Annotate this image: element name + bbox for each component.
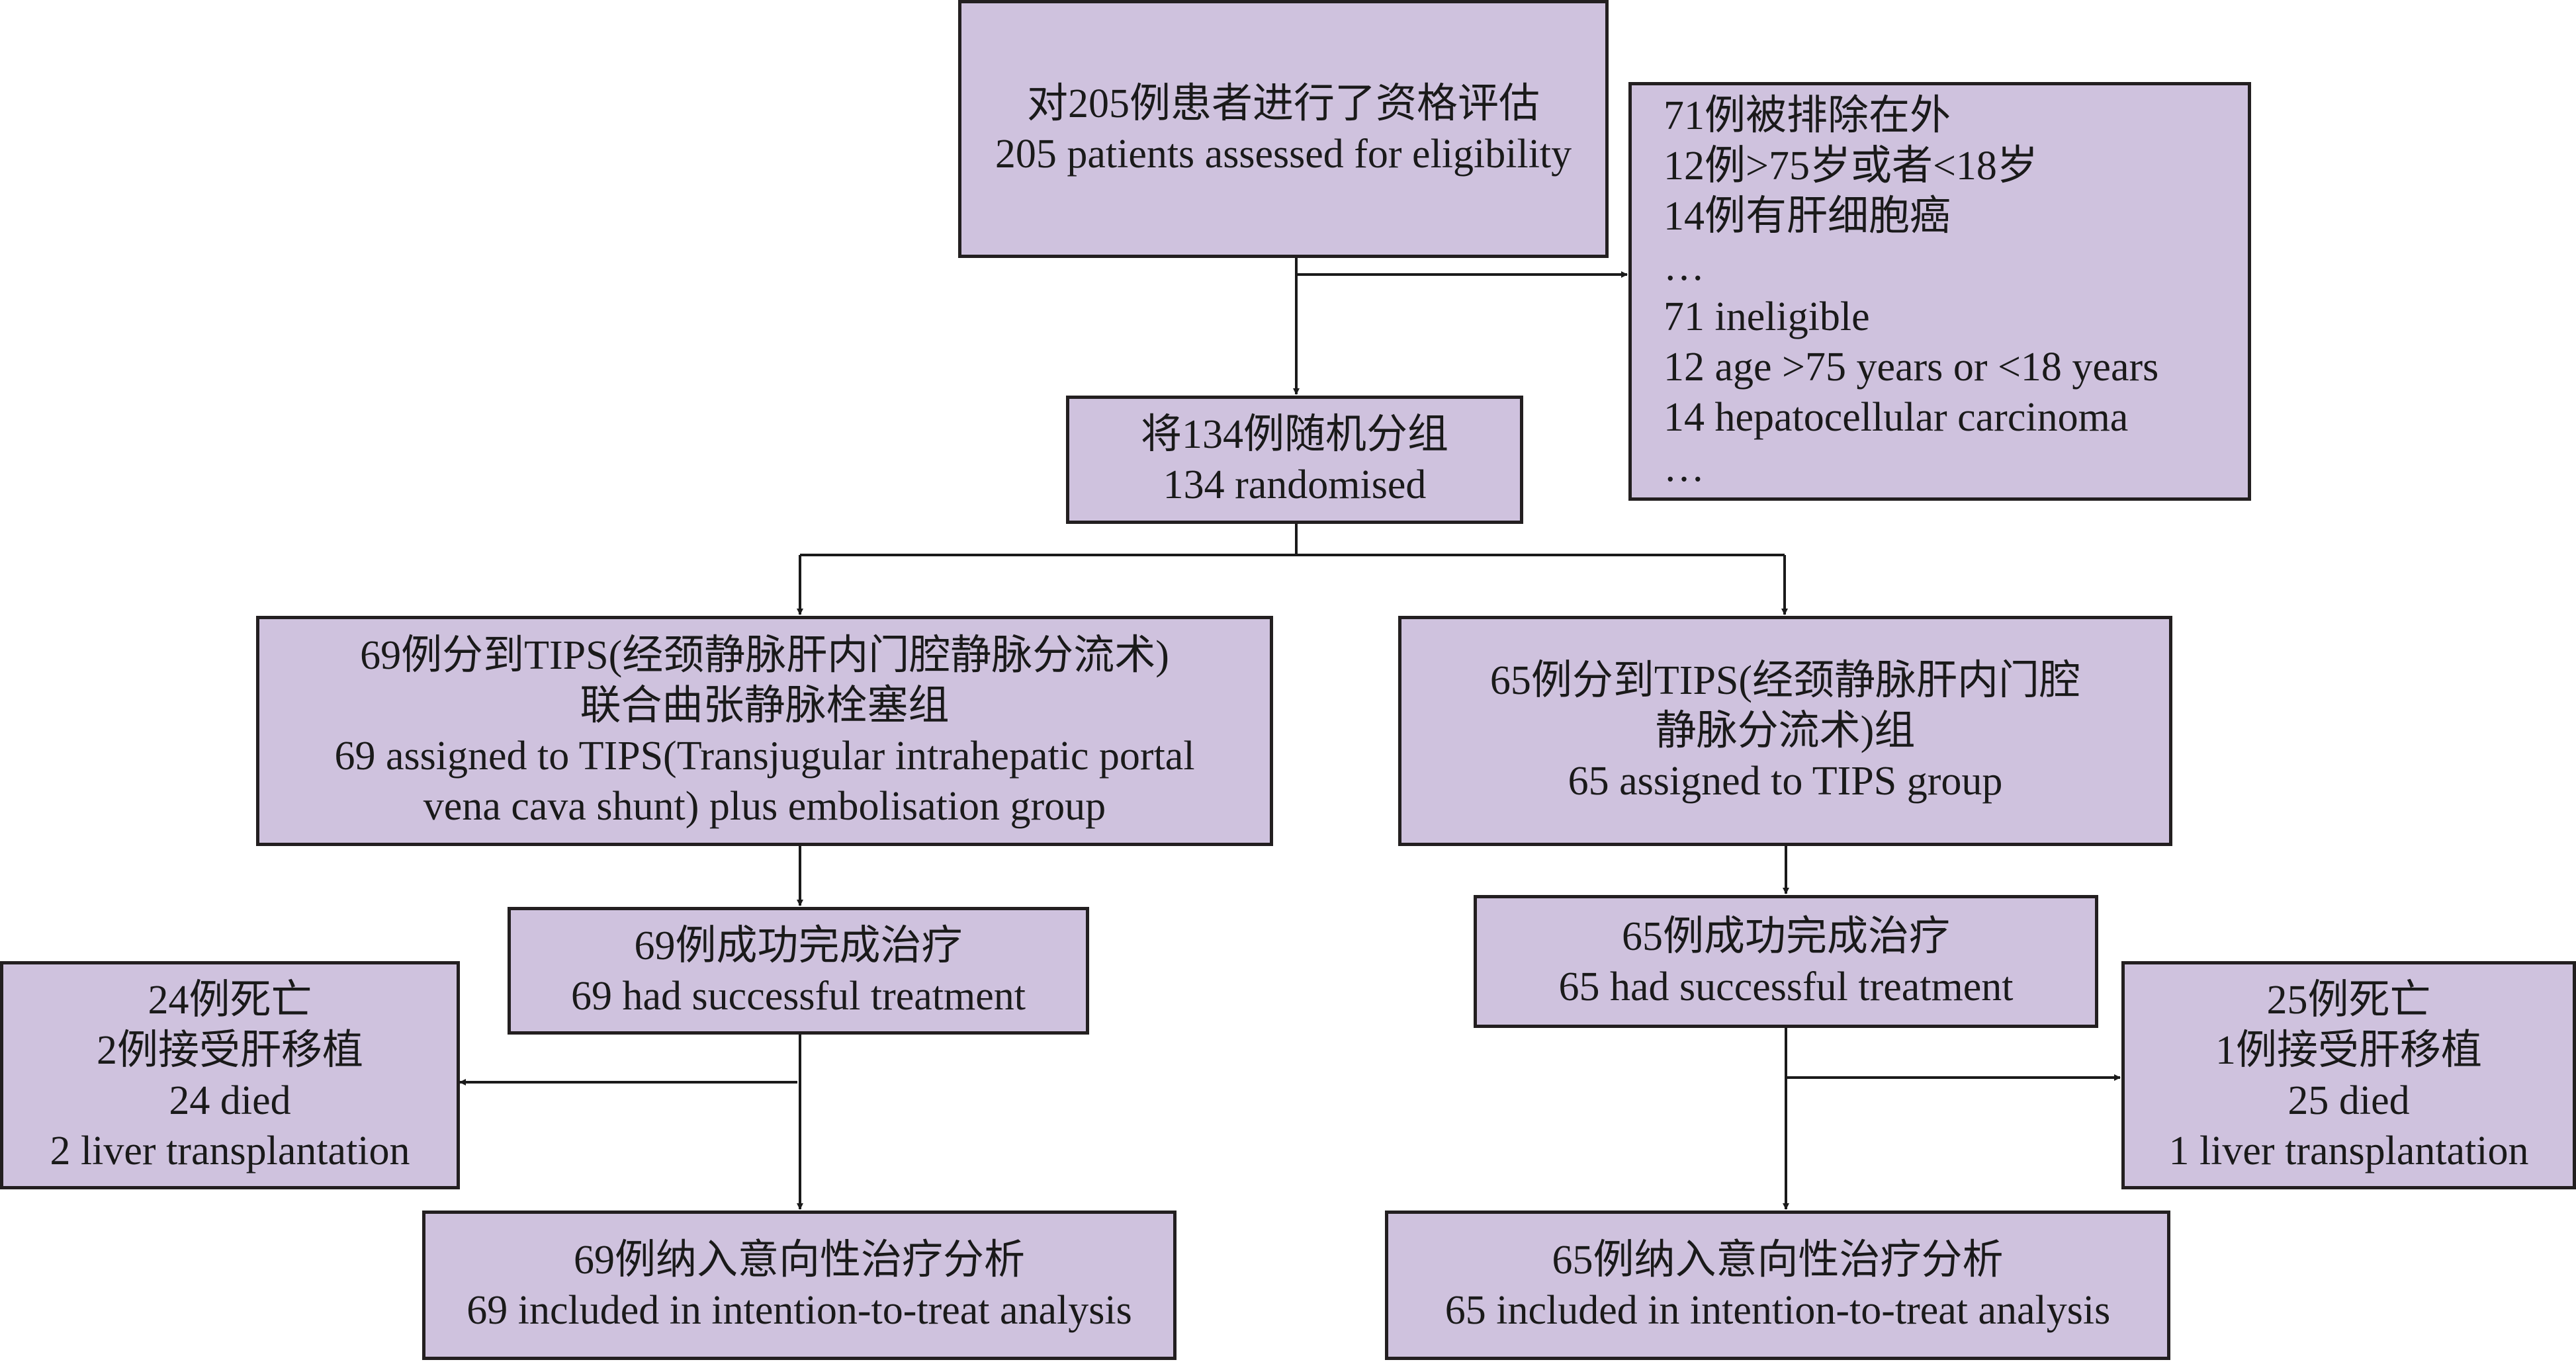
left-lost-box: 24例死亡 2例接受肝移植 24 died 2 liver transplant…: [0, 961, 460, 1189]
tips-embol-line: 联合曲张静脉栓塞组: [580, 683, 950, 728]
tips-only-line: 静脉分流术)组: [1655, 708, 1916, 753]
randomised-en: 134 randomised: [1163, 462, 1427, 507]
assessed-en: 205 patients assessed for eligibility: [995, 132, 1572, 177]
left-success-zh: 69例成功完成治疗: [634, 923, 963, 968]
excluded-line: …: [1664, 445, 1705, 490]
right-itt-box: 65例纳入意向性治疗分析 65 included in intention-to…: [1385, 1211, 2170, 1360]
left-lost-line: 24例死亡: [148, 977, 312, 1023]
excluded-line: 12例>75岁或者<18岁: [1664, 143, 2038, 189]
randomised-zh: 将134例随机分组: [1140, 412, 1448, 457]
right-itt-en: 65 included in intention-to-treat analys…: [1444, 1288, 2111, 1333]
tips-only-line: 65 assigned to TIPS group: [1568, 759, 2003, 804]
right-success-zh: 65例成功完成治疗: [1621, 914, 1950, 959]
right-success-box: 65例成功完成治疗 65 had successful treatment: [1474, 895, 2098, 1028]
excluded-box: 71例被排除在外 12例>75岁或者<18岁 14例有肝细胞癌 … 71 ine…: [1628, 82, 2251, 501]
assessed-zh: 对205例患者进行了资格评估: [1026, 81, 1540, 126]
left-itt-box: 69例纳入意向性治疗分析 69 included in intention-to…: [422, 1211, 1177, 1360]
tips-only-box: 65例分到TIPS(经颈静脉肝内门腔 静脉分流术)组 65 assigned t…: [1398, 616, 2172, 846]
left-success-box: 69例成功完成治疗 69 had successful treatment: [508, 907, 1089, 1035]
excluded-line: 71 ineligible: [1664, 294, 1870, 339]
right-success-en: 65 had successful treatment: [1558, 964, 2014, 1009]
right-itt-zh: 65例纳入意向性治疗分析: [1552, 1238, 2004, 1283]
tips-embol-line: vena cava shunt) plus embolisation group: [423, 784, 1106, 829]
excluded-line: …: [1664, 243, 1705, 289]
left-success-en: 69 had successful treatment: [571, 973, 1026, 1019]
assessed-box: 对205例患者进行了资格评估 205 patients assessed for…: [958, 0, 1609, 258]
left-lost-line: 2 liver transplantation: [50, 1128, 410, 1173]
tips-only-line: 65例分到TIPS(经颈静脉肝内门腔: [1489, 658, 2081, 703]
left-lost-line: 2例接受肝移植: [96, 1027, 363, 1073]
left-itt-zh: 69例纳入意向性治疗分析: [573, 1238, 1025, 1283]
right-lost-line: 1 liver transplantation: [2168, 1128, 2529, 1173]
randomised-box: 将134例随机分组 134 randomised: [1066, 396, 1523, 524]
left-itt-en: 69 included in intention-to-treat analys…: [466, 1288, 1132, 1333]
right-lost-line: 25例死亡: [2266, 977, 2431, 1023]
excluded-line: 14 hepatocellular carcinoma: [1664, 394, 2129, 440]
tips-embolisation-box: 69例分到TIPS(经颈静脉肝内门腔静脉分流术) 联合曲张静脉栓塞组 69 as…: [256, 616, 1273, 846]
right-lost-line: 1例接受肝移植: [2215, 1027, 2482, 1073]
left-lost-line: 24 died: [169, 1078, 291, 1123]
excluded-line: 12 age >75 years or <18 years: [1664, 344, 2159, 390]
excluded-line: 71例被排除在外: [1664, 93, 1951, 138]
excluded-line: 14例有肝细胞癌: [1664, 193, 1951, 239]
tips-embol-line: 69 assigned to TIPS(Transjugular intrahe…: [334, 734, 1195, 779]
tips-embol-line: 69例分到TIPS(经颈静脉肝内门腔静脉分流术): [360, 633, 1169, 678]
right-lost-line: 25 died: [2287, 1078, 2410, 1123]
right-lost-box: 25例死亡 1例接受肝移植 25 died 1 liver transplant…: [2121, 961, 2576, 1189]
